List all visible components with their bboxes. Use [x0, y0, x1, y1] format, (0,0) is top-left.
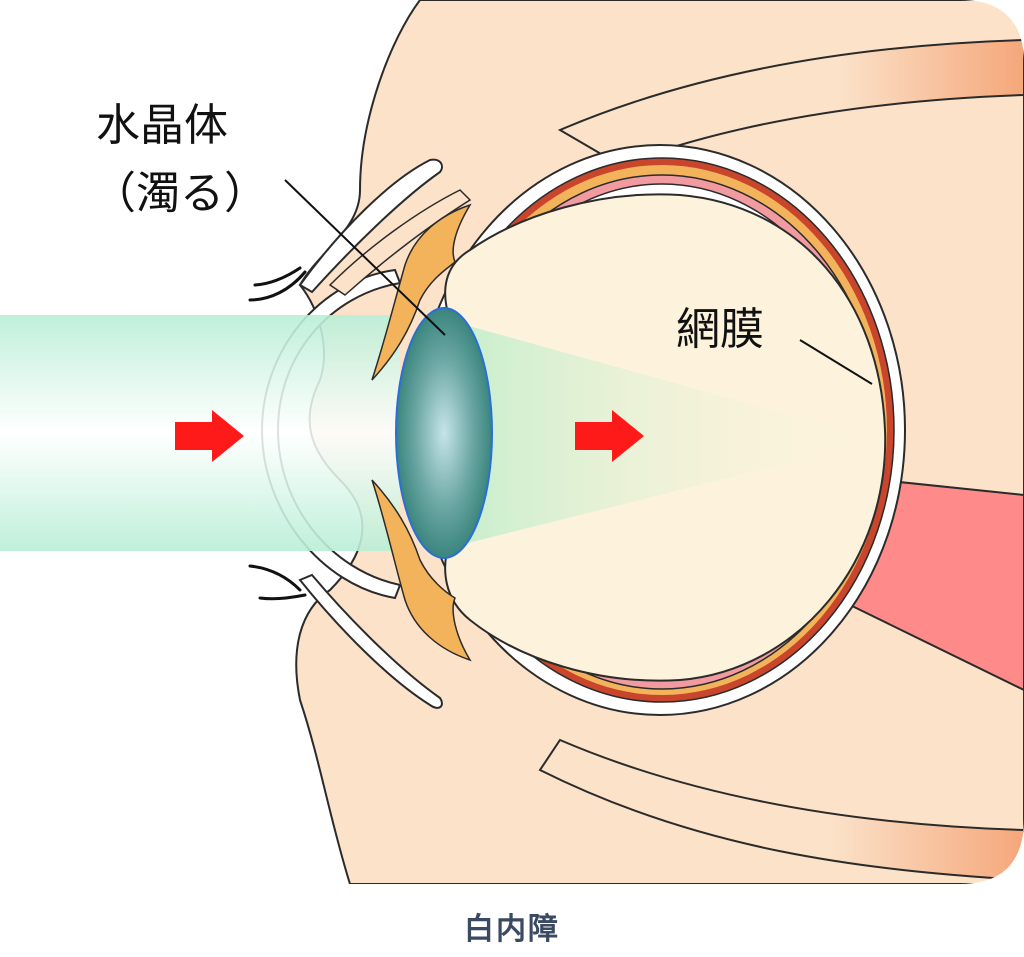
upper-eyelid-fold-2 [328, 189, 472, 296]
ciliary-body-bottom [371, 479, 472, 662]
upper-eyelid-fold [298, 158, 443, 294]
lens-note-label: （濁る） [92, 168, 268, 219]
retina-label: 網膜 [676, 304, 764, 355]
lens-label: 水晶体 [96, 100, 228, 151]
figure-caption: 白内障 [464, 912, 560, 947]
ciliary-body-top [371, 203, 472, 381]
retina-leader-line [799, 339, 873, 385]
light-cone [440, 318, 880, 550]
arrow-right-icon [575, 410, 644, 462]
upper-muscle [557, 38, 1024, 167]
lower-eyelid-fold [298, 573, 443, 709]
lens [395, 307, 493, 559]
arrow-right-icon [175, 410, 244, 462]
eyelash-icon [248, 266, 307, 601]
lens-leader-line [284, 179, 446, 336]
